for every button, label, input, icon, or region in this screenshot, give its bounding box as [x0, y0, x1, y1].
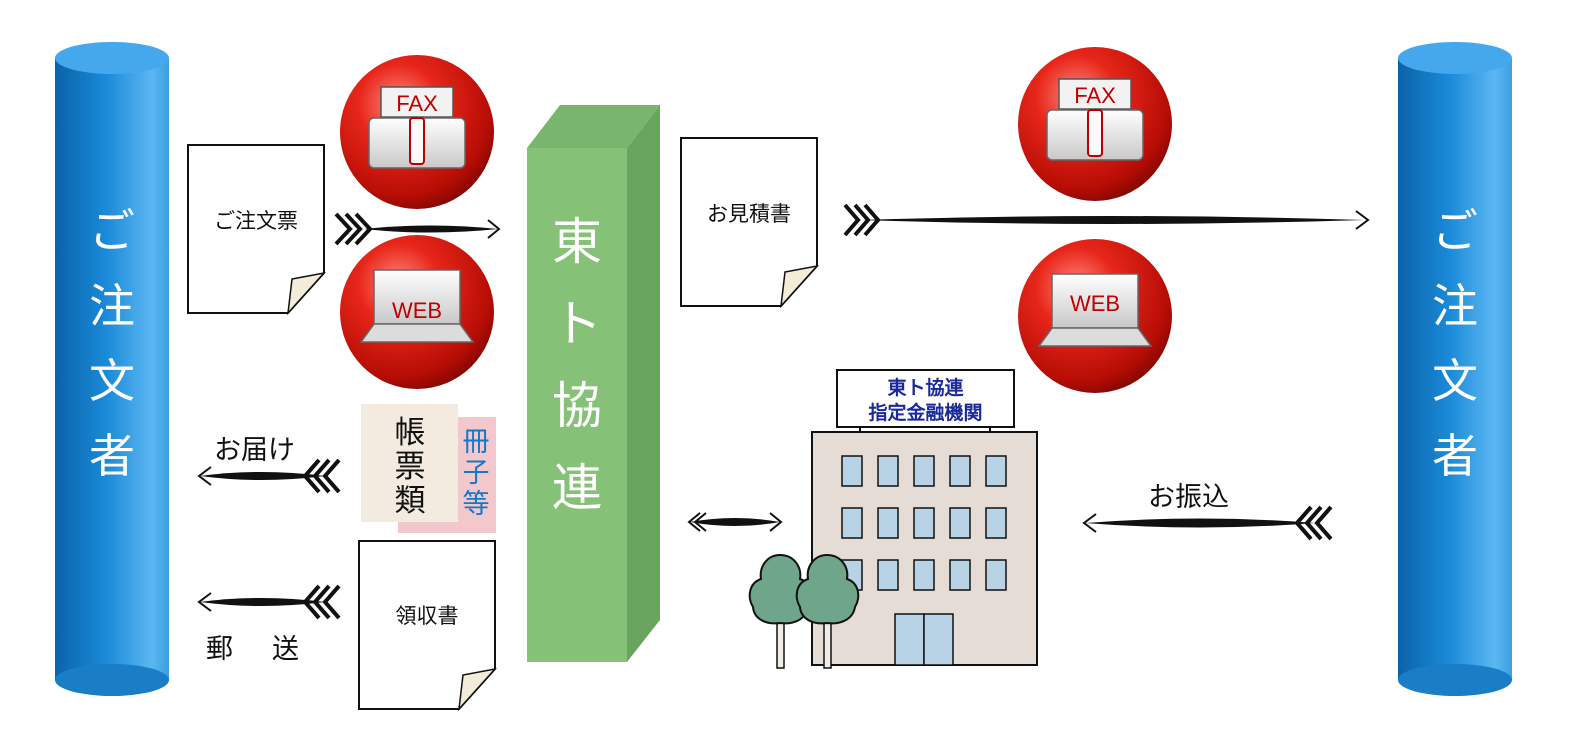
mail-label: 郵 送 [206, 634, 305, 665]
center-organization-label: 東 ト 協 連 [552, 213, 602, 517]
arrow-estimate-to-customer [843, 203, 1370, 237]
fax-icon [339, 54, 495, 210]
customer-right-label: ご 注 文 者 [1432, 204, 1478, 483]
arrow-mail [197, 584, 341, 620]
customer-left-cylinder [55, 42, 169, 696]
estimate-label: お見積書 [707, 202, 791, 226]
forms-main-box [361, 404, 458, 522]
delivery-label: お届け [214, 435, 295, 466]
tree-icon [795, 553, 860, 669]
arrow-center-bank [687, 512, 783, 532]
order-form-label: ご注文票 [214, 209, 298, 233]
fax-icon [1017, 46, 1173, 202]
forms-sub-label: 冊 子 等 [462, 427, 490, 520]
arrow-transfer [1082, 505, 1333, 541]
tree-icon [748, 553, 813, 669]
bank-sign-line2: 指定金融機関 [868, 402, 983, 424]
forms-main-label: 帳 票 類 [394, 415, 426, 519]
bank-building [811, 369, 1038, 666]
arrow-delivery [197, 458, 341, 494]
center-organization-prism [527, 105, 660, 662]
transfer-label: お振込 [1148, 482, 1229, 513]
web-label: WEB [1069, 291, 1121, 316]
fax-label: FAX [396, 91, 438, 116]
receipt-label: 領収書 [395, 604, 459, 628]
customer-left-label: ご 注 文 者 [89, 204, 135, 483]
arrow-order-to-center [334, 212, 501, 246]
bank-sign-line1: 東ト協連 [887, 377, 964, 399]
fax-label: FAX [1074, 83, 1116, 108]
customer-right-cylinder [1398, 42, 1512, 696]
web-label: WEB [391, 298, 443, 323]
